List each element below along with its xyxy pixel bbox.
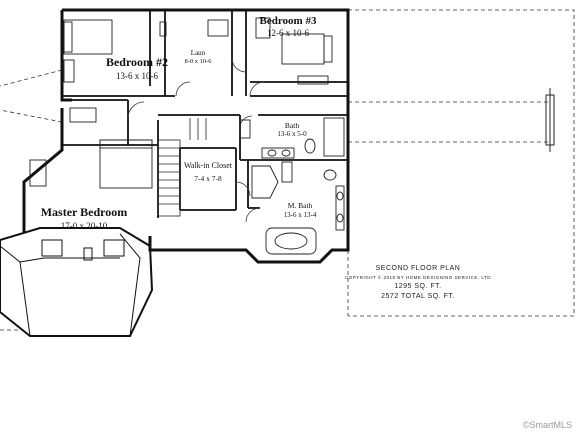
vanity-icon	[335, 185, 345, 231]
dresser-icon	[297, 75, 329, 85]
bath-fixtures	[239, 117, 345, 255]
master-bedroom-name: Master Bedroom	[41, 205, 128, 219]
plan-title: SECOND FLOOR PLAN	[376, 265, 461, 272]
chest-icon	[69, 107, 97, 123]
toilet-icon	[304, 138, 316, 154]
watermark: ©SmartMLS	[523, 420, 572, 430]
walkin-closet-dim: 7-4 x 7-8	[194, 174, 222, 183]
roof-ridge-symbol	[545, 88, 555, 152]
bed-icon	[99, 139, 153, 189]
bay-window	[0, 227, 154, 337]
bedroom2-dim: 13-6 x 10-6	[116, 71, 158, 81]
furniture	[29, 17, 333, 189]
roof-outline-dashed	[0, 9, 575, 331]
bath-dim: 13-6 x 5-0	[277, 130, 307, 138]
master-bath-name: M. Bath	[288, 201, 313, 210]
staircase	[157, 118, 207, 217]
bedroom3-dim: 12-6 x 10-6	[267, 28, 309, 38]
bedroom2-name: Bedroom #2	[106, 55, 168, 69]
linen-icon	[281, 161, 293, 183]
bedroom3-name: Bedroom #3	[260, 15, 317, 27]
interior-walls	[62, 10, 348, 218]
laundry-dim: 8-0 x 10-6	[184, 58, 212, 65]
cabinet-icon	[207, 19, 229, 37]
cabinet-icon	[255, 17, 271, 39]
vanity-icon	[261, 147, 295, 159]
bath-name: Bath	[285, 121, 299, 130]
master-bath-dim: 13-6 x 13-4	[284, 211, 317, 219]
bathtub-icon	[323, 117, 345, 157]
jacuzzi-icon	[265, 227, 317, 255]
shower-icon	[251, 165, 279, 199]
plan-area: 1295 SQ. FT.	[394, 283, 441, 290]
bed-icon	[281, 33, 325, 65]
linen-icon	[239, 119, 251, 139]
plan-total-area: 2572 TOTAL SQ. FT.	[381, 293, 455, 300]
laundry-name: Laun	[191, 49, 206, 57]
toilet-icon	[323, 169, 337, 181]
plan-copyright: COPYRIGHT © 2018 BY HOME DESIGNING SERVI…	[345, 274, 491, 280]
dresser-icon	[29, 159, 47, 187]
master-bedroom-dim: 17-0 x 20-10	[61, 221, 108, 231]
bed-icon	[63, 19, 113, 55]
dresser-icon	[63, 59, 75, 83]
plan-notes: SECOND FLOOR PLAN COPYRIGHT © 2018 BY HO…	[345, 265, 491, 300]
walkin-closet-name: Walk-in Closet	[184, 161, 233, 170]
